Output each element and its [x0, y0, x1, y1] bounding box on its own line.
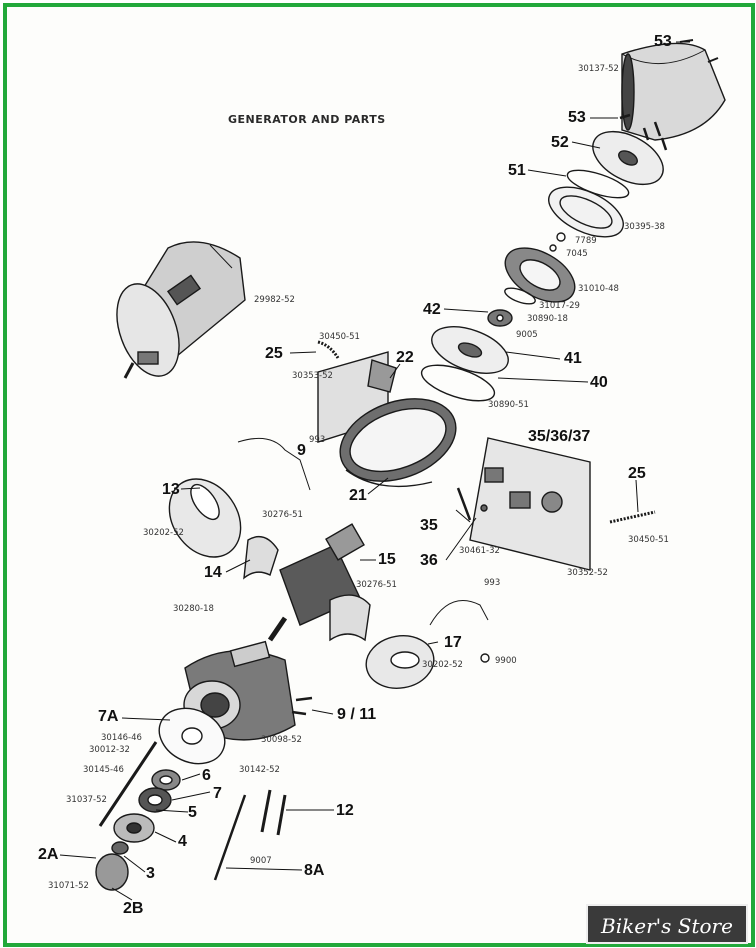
- part-label: 9 / 11: [337, 706, 377, 723]
- part-label: 41: [564, 350, 582, 367]
- part-label: 25: [265, 345, 283, 362]
- part-number: 30202-52: [422, 660, 463, 670]
- part-number: 30142-52: [239, 765, 280, 775]
- part-label: 25: [628, 465, 646, 482]
- generator-assembly: [116, 241, 246, 379]
- part-number: 30146-46: [101, 733, 142, 743]
- part-number: 31071-52: [48, 881, 89, 891]
- part-number: 30137-52: [578, 64, 619, 74]
- part-label: 9: [297, 442, 306, 459]
- part-label: 5: [188, 804, 197, 821]
- part-label: 35/36/37: [528, 428, 591, 445]
- part-label: 4: [178, 833, 187, 850]
- part-label: 3: [146, 865, 155, 882]
- part-number: 7045: [566, 249, 588, 259]
- part-number: 30202-52: [143, 528, 184, 538]
- screws-53: [619, 113, 668, 151]
- part-label: 2B: [123, 900, 144, 917]
- part-label: 2A: [38, 846, 59, 863]
- part-number: 30890-51: [488, 400, 529, 410]
- part-number: 31017-29: [539, 301, 580, 311]
- cover-band: [621, 39, 726, 141]
- part-number: 30461-32: [459, 546, 500, 556]
- part-number: 30098-52: [261, 735, 302, 745]
- part-label: 53: [568, 109, 586, 126]
- part-number: 29982-52: [254, 295, 295, 305]
- part-number: 9007: [250, 856, 272, 866]
- part-number: 31010-48: [578, 284, 619, 294]
- part-label: 42: [423, 301, 441, 318]
- part-number: 30450-51: [628, 535, 669, 545]
- part-label: 13: [162, 481, 180, 498]
- store-watermark: Biker's Store: [586, 904, 748, 944]
- part-number: 30352-52: [567, 568, 608, 578]
- part-label: 7: [213, 785, 222, 802]
- part-number: 30276-51: [356, 580, 397, 590]
- brush-plate: [469, 437, 591, 571]
- part-number: 7789: [575, 236, 597, 246]
- part-number: 993: [309, 435, 326, 445]
- part-label: 12: [336, 802, 354, 819]
- part-number: 30395-38: [624, 222, 665, 232]
- part-number: 30012-32: [89, 745, 130, 755]
- part-label: 51: [508, 162, 526, 179]
- part-number: 9900: [495, 656, 517, 666]
- part-number: 30280-18: [173, 604, 214, 614]
- part-number: 31037-52: [66, 795, 107, 805]
- diagram-title: GENERATOR AND PARTS: [228, 113, 386, 126]
- leader-lines: [59, 41, 690, 901]
- part-number: 30353-52: [292, 371, 333, 381]
- part-number: 9005: [516, 330, 538, 340]
- part-number: 30145-46: [83, 765, 124, 775]
- part-label: 22: [396, 349, 414, 366]
- part-number: 993: [484, 578, 501, 588]
- part-number: 30890-18: [527, 314, 568, 324]
- field-wire: [317, 340, 340, 359]
- part-label: 15: [378, 551, 396, 568]
- field-coil-13: [168, 437, 311, 558]
- part-label: 35: [420, 517, 438, 534]
- part-label: 36: [420, 552, 438, 569]
- part-number: 30450-51: [319, 332, 360, 342]
- part-label: 40: [590, 374, 608, 391]
- part-label: 53: [654, 33, 672, 50]
- housing-21: [339, 398, 457, 488]
- part-number: 30276-51: [262, 510, 303, 520]
- part-label: 6: [202, 767, 211, 784]
- part-label: 52: [551, 134, 569, 151]
- field-coil-17: [365, 600, 490, 689]
- gasket-40: [420, 364, 496, 402]
- part-label: 21: [349, 487, 367, 504]
- plate: [548, 186, 624, 238]
- part-label: 8A: [304, 862, 325, 879]
- part-label: 17: [444, 634, 462, 651]
- part-label: 7A: [98, 708, 119, 725]
- part-label: 14: [204, 564, 222, 581]
